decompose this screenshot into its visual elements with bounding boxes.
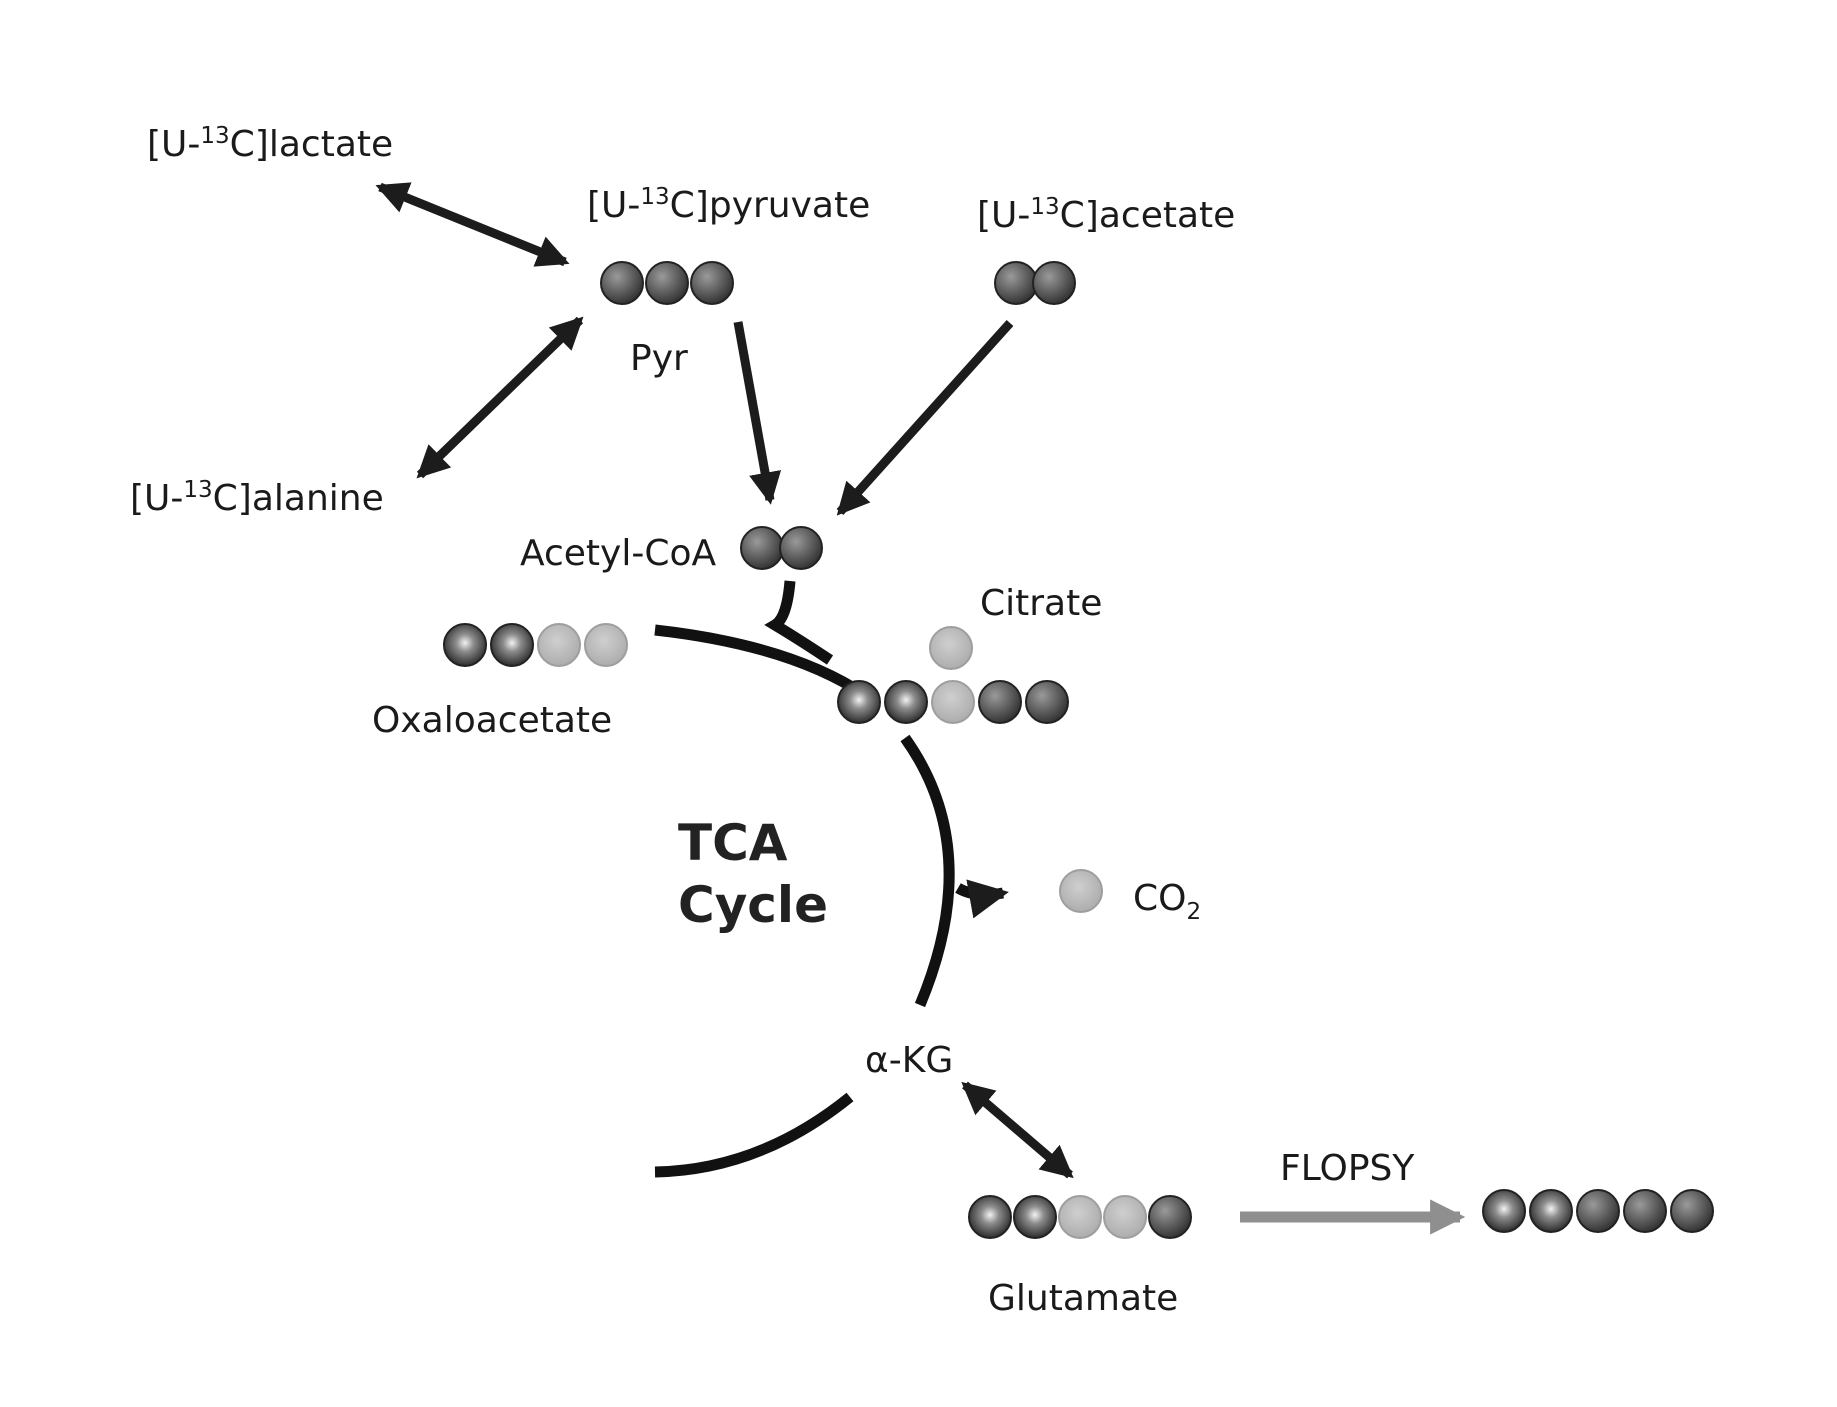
citrate-carbon-2-oaa — [885, 681, 927, 723]
glutamate-flopsy-carbon-1-oaa — [1483, 1190, 1525, 1232]
glutamate-carbon-2-oaa — [1014, 1196, 1056, 1238]
pyr-label: Pyr — [630, 338, 688, 379]
citrate-label: Citrate — [980, 583, 1102, 624]
alanine-label: [U-13C]alanine — [130, 477, 384, 519]
glutamate-flopsy-carbon-5-labeled — [1671, 1190, 1713, 1232]
lactate-pyruvate-arrow — [380, 187, 565, 262]
oxaloacetate-carbon-3-unlabeled — [538, 624, 580, 666]
pyruvate-acetylcoa-arrow — [738, 322, 770, 500]
oxaloacetate-label: Oxaloacetate — [372, 700, 612, 741]
co2-carbon-1-unlabeled — [1060, 870, 1102, 912]
citrate-akg-curve — [905, 738, 949, 1005]
tca-cycle-title-line2: Cycle — [678, 876, 828, 934]
acetate-acetylcoa-arrow — [840, 323, 1010, 512]
alanine-pyruvate-arrow — [420, 320, 580, 475]
acetylcoa-citrate-curve — [775, 581, 830, 660]
glutamate-flopsy-carbon-2-oaa — [1530, 1190, 1572, 1232]
pyruvate-carbon-3-labeled — [691, 262, 733, 304]
pyruvate-carbon-2-labeled — [646, 262, 688, 304]
citrate-top-carbon-1-unlabeled — [930, 627, 972, 669]
oaa-citrate-curve — [655, 630, 865, 695]
oxaloacetate-carbon-1-oaa — [444, 624, 486, 666]
pyruvate-carbon-1-labeled — [601, 262, 643, 304]
co2-label: CO2 — [1133, 878, 1201, 925]
flopsy-label: FLOPSY — [1280, 1148, 1415, 1189]
acetyl-coa-carbon-1-labeled — [741, 527, 783, 569]
pyruvate-label: [U-13C]pyruvate — [587, 184, 870, 226]
citrate-carbon-3-unlabeled — [932, 681, 974, 723]
acetate-carbon-2-labeled — [1033, 262, 1075, 304]
akg-oaa-curve — [655, 1097, 850, 1172]
glutamate-flopsy-carbon-4-labeled — [1624, 1190, 1666, 1232]
glutamate-carbon-1-oaa — [969, 1196, 1011, 1238]
acetyl-coa-carbon-2-labeled — [780, 527, 822, 569]
citrate-carbon-5-labeled — [1026, 681, 1068, 723]
oxaloacetate-carbon-2-oaa — [491, 624, 533, 666]
citrate-carbon-4-labeled — [979, 681, 1021, 723]
acetate-label: [U-13C]acetate — [977, 194, 1235, 236]
carbon-atoms — [444, 262, 1713, 1238]
tca-cycle-title-line1: TCA — [678, 814, 788, 872]
glutamate-flopsy-carbon-3-labeled — [1577, 1190, 1619, 1232]
glutamate-label: Glutamate — [988, 1278, 1178, 1319]
acetate-carbon-1-labeled — [995, 262, 1037, 304]
glutamate-carbon-5-labeled — [1149, 1196, 1191, 1238]
co2-release-curve — [958, 888, 1003, 895]
akg-label: α-KG — [865, 1040, 953, 1081]
oxaloacetate-carbon-4-unlabeled — [585, 624, 627, 666]
glutamate-carbon-3-unlabeled — [1059, 1196, 1101, 1238]
glutamate-carbon-4-unlabeled — [1104, 1196, 1146, 1238]
lactate-label: [U-13C]lactate — [147, 123, 393, 165]
citrate-carbon-1-oaa — [838, 681, 880, 723]
akg-glutamate-arrow — [965, 1085, 1070, 1175]
acetyl-coa-label: Acetyl-CoA — [520, 533, 717, 574]
